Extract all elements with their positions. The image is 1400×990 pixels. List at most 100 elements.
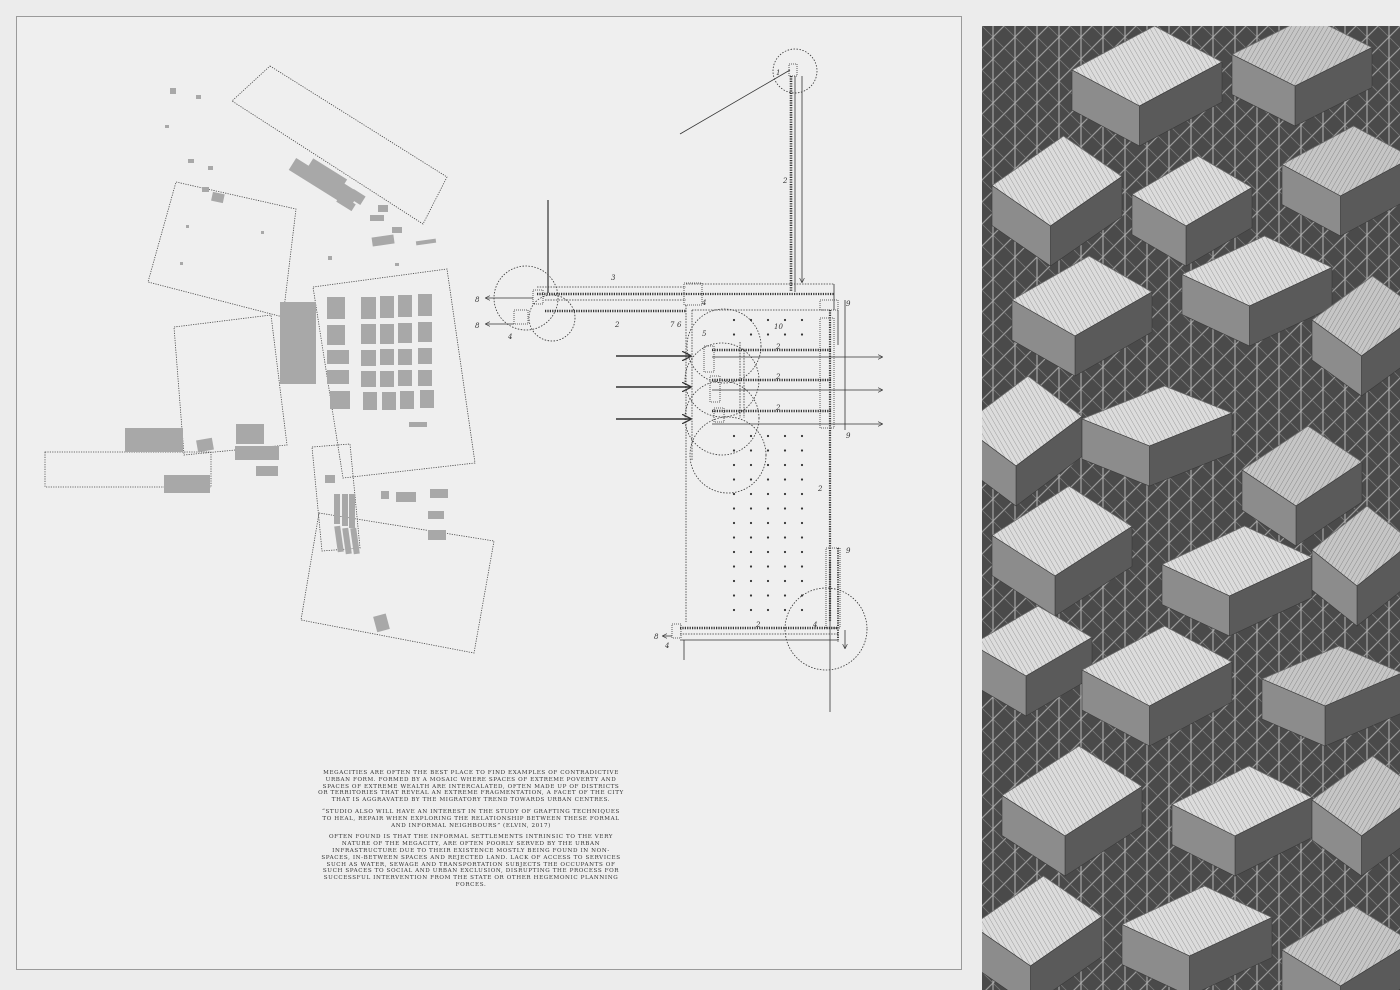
wall-panel [1081,418,1150,487]
grid-dot [783,608,787,612]
essay-paragraph: Often found is that the informal settlem… [321,834,621,888]
label-9: 9 [846,547,851,555]
label-2: 2 [817,485,823,493]
label-4: 4 [812,621,817,629]
grid-dot [800,536,804,539]
essay-paragraph: “Studio also will have an interest in th… [322,808,620,829]
site-and-diagram-drawing: 1 2 3 2 8 8 4 7 6 4 5 9 10 2 2 2 9 2 9 2… [44,48,980,712]
grid-dot [749,550,753,554]
grid-dot [766,521,770,525]
wall-panel [982,649,1027,717]
grid-dot [800,333,804,336]
label-6: 6 [677,321,682,329]
wall-panel [1161,564,1230,637]
grid-dot [732,318,736,322]
grid-dot [800,521,804,525]
label-2: 2 [775,373,781,381]
dot-grid [732,318,804,612]
grid-dot [766,608,770,612]
grid-dot [766,507,770,510]
parcel-outline [312,268,476,479]
grid-dot [732,579,736,583]
label-2: 2 [775,404,781,412]
wall-panel [1340,949,1400,990]
grid-dot [749,463,753,467]
wall-panel [1231,54,1296,127]
block-grid [327,294,434,427]
grid-dot [732,550,736,554]
grid-dot [749,507,753,510]
grid-dot [800,579,804,583]
grid-dot [783,463,787,467]
label-10: 10 [774,323,783,331]
wall-panel [991,184,1051,267]
grid-dot [766,318,770,322]
label-2: 2 [755,621,761,629]
wall-panel [1011,299,1076,377]
grid-dot [766,434,770,438]
grid-dot [766,492,770,496]
parcel-outline [300,512,495,654]
wall-panel [1311,549,1358,627]
grid-dot [732,492,736,496]
wall-panel [1131,193,1187,267]
wall-panel [1311,319,1362,397]
grid-dot [749,536,753,539]
grid-dot [766,333,770,336]
grid-dot [732,536,736,539]
wall-panel [1311,799,1362,877]
label-7: 7 [670,321,675,329]
grid-dot [800,318,804,322]
grid-dot [800,478,804,481]
grid-dot [783,478,787,481]
axonometric-render [982,26,1400,990]
grid-dot [749,333,753,336]
grid-dot [766,478,770,481]
label-3: 3 [611,274,616,282]
node-circle [684,342,760,418]
label-8: 8 [654,633,659,641]
grid-dot [783,594,787,597]
grid-dot [749,478,753,481]
grid-dot [732,434,736,438]
grid-dot [800,594,804,597]
grid-dot [749,449,753,452]
label-9: 9 [846,432,851,440]
grid-dot [732,449,736,452]
node-circle [528,294,576,342]
grid-dot [783,579,787,583]
node-circle [689,416,767,494]
informal-settlement-axonometric [982,26,1400,990]
label-8: 8 [475,322,480,330]
corrugated-roofs [982,26,1400,990]
label-2: 2 [614,321,620,329]
parcel-outline [311,443,361,552]
grid-dot [783,333,787,336]
grid-dot [783,449,787,452]
label-4: 4 [507,333,512,341]
grid-dot [732,463,736,467]
grid-dot [749,434,753,438]
wall-panel [1181,274,1250,347]
grid-dot [732,565,736,568]
grid-dot [732,478,736,481]
grid-dot [749,318,753,322]
wall-panel [1281,163,1341,237]
grid-dot [732,333,736,336]
grid-dot [800,507,804,510]
grid-dot [732,507,736,510]
grid-dot [749,492,753,496]
grid-dot [783,492,787,496]
wall-panel [1281,949,1341,990]
wall-panel [1001,794,1066,877]
wall-panel [1121,924,1190,990]
wall-panel [1030,915,1103,990]
grid-dot [766,565,770,568]
parcel-outline [147,181,297,318]
parcel-outline [173,314,288,456]
node-circle [686,308,762,384]
grid-dot [783,507,787,510]
grid-dot [783,318,787,322]
grid-dot [800,550,804,554]
